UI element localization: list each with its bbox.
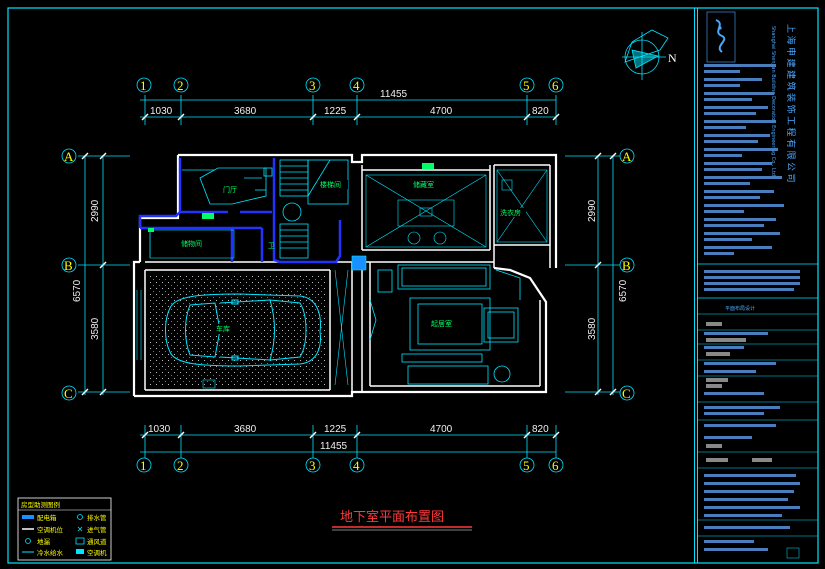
distribution-box-icon <box>22 515 34 519</box>
room-label-garage: 车库 <box>216 324 230 333</box>
top-dimension-1: 1030 <box>150 106 173 117</box>
bottom-dimension-5: 820 <box>532 424 549 435</box>
room-label-wine: 储藏室 <box>413 180 434 189</box>
axis-left-a: A <box>64 149 74 164</box>
axis-top-1: 1 <box>140 78 147 93</box>
top-dimension-2: 3680 <box>234 106 257 117</box>
top-dimension-chain <box>140 95 557 125</box>
legend-item-8: 空调机 <box>87 548 107 557</box>
right-dimension-chain <box>565 155 620 395</box>
top-overall-dimension: 11455 <box>380 89 408 100</box>
stair <box>182 159 349 259</box>
room-label-storage: 储物间 <box>181 239 202 248</box>
right-overall-dimension: 6570 <box>618 279 629 302</box>
title-block: 上海申建建筑装饰工程有限公司 Shanghai ShenJian Buildin… <box>697 11 818 559</box>
axis-bottom-6: 6 <box>552 458 559 473</box>
intake-pipe-icon <box>77 526 83 532</box>
axis-top-5: 5 <box>523 78 530 93</box>
drain-pipe-icon <box>77 514 83 520</box>
company-name-en: Shanghai ShenJian Building Decoration En… <box>770 26 776 178</box>
ac-unit-icon <box>76 549 84 554</box>
legend-item-3: 空调机位 <box>37 525 64 534</box>
section-label: 平面布局设计 <box>725 305 755 312</box>
bottom-dimension-ticks <box>141 431 560 439</box>
legend-item-6: 通风道 <box>87 537 107 546</box>
bottom-dimension-2: 3680 <box>234 424 257 435</box>
legend-title: 房型助测图例 <box>21 500 60 509</box>
left-dimension-2: 3580 <box>90 317 101 340</box>
room-label-wc: 卫 <box>268 242 275 250</box>
top-axis-bubbles <box>136 77 564 93</box>
legend-item-5: 地漏 <box>37 537 51 546</box>
axis-right-c: C <box>622 386 631 401</box>
bottom-overall-dimension: 11455 <box>320 441 348 452</box>
title-block-divider <box>694 8 695 563</box>
bottom-dimension-4: 4700 <box>430 424 453 435</box>
top-dimension-4: 4700 <box>430 106 453 117</box>
legend-icons <box>22 514 85 554</box>
ventilation-icon <box>75 537 85 545</box>
legend-item-7: 冷水给水 <box>37 548 64 557</box>
north-label: N <box>668 51 677 65</box>
room-label-laundry: 洗衣房 <box>500 208 521 217</box>
room-label-foyer: 门厅 <box>223 185 237 194</box>
axis-bottom-3: 3 <box>309 458 316 473</box>
floor-drain-icon <box>25 538 31 544</box>
wine-room-pattern <box>365 174 487 248</box>
legend-item-1: 配电箱 <box>37 513 57 522</box>
left-dimension-ticks <box>81 152 107 396</box>
company-name-cn: 上海申建建筑装饰工程有限公司 <box>785 24 797 185</box>
company-logo <box>706 11 736 63</box>
right-axis-bubbles <box>619 148 635 401</box>
axis-top-4: 4 <box>353 78 360 93</box>
lounge-furniture <box>369 264 521 385</box>
top-dimension-ticks <box>141 113 560 121</box>
title-block-divider-inner <box>697 8 698 563</box>
right-dimension-2: 3580 <box>587 317 598 340</box>
bottom-dimension-3: 1225 <box>324 424 347 435</box>
garage-side-panels <box>136 229 349 389</box>
top-dimension-5: 820 <box>532 106 549 117</box>
left-dimension-1: 2990 <box>90 199 101 222</box>
top-dimension-3: 1225 <box>324 106 347 117</box>
left-overall-dimension: 6570 <box>72 279 83 302</box>
axis-bottom-1: 1 <box>140 458 147 473</box>
axis-left-b: B <box>64 258 73 273</box>
left-dimension-chain <box>78 155 130 395</box>
bottom-axis-bubbles <box>136 457 564 473</box>
drawing-title: 地下室平面布置图 <box>340 509 444 525</box>
axis-bottom-4: 4 <box>353 458 360 473</box>
laundry-fixtures <box>496 169 548 243</box>
north-arrow-icon <box>622 29 669 80</box>
right-dimension-1: 2990 <box>587 199 598 222</box>
car <box>165 293 321 367</box>
drawing-frame <box>7 7 819 564</box>
legend-item-2: 排水管 <box>87 513 107 522</box>
foyer-fixtures <box>199 167 273 205</box>
room-label-lounge: 起居室 <box>431 319 452 328</box>
axis-top-3: 3 <box>309 78 316 93</box>
axis-bottom-5: 5 <box>523 458 530 473</box>
floor-plan <box>132 153 558 398</box>
axis-right-b: B <box>622 258 631 273</box>
column <box>351 255 367 271</box>
room-label-stair: 楼梯间 <box>320 180 341 189</box>
axis-top-6: 6 <box>552 78 559 93</box>
bottom-dimension-1: 1030 <box>148 424 171 435</box>
axis-right-a: A <box>622 149 632 164</box>
legend-item-4: 进气管 <box>87 525 107 534</box>
window-markers <box>148 163 434 232</box>
right-dimension-ticks <box>594 152 617 396</box>
axis-bottom-2: 2 <box>177 458 184 473</box>
axis-top-2: 2 <box>177 78 184 93</box>
room-labels <box>178 180 526 334</box>
axis-left-c: C <box>64 386 73 401</box>
blue-walls <box>138 158 342 264</box>
left-axis-bubbles <box>61 148 77 401</box>
bottom-dimension-chain <box>140 425 557 458</box>
